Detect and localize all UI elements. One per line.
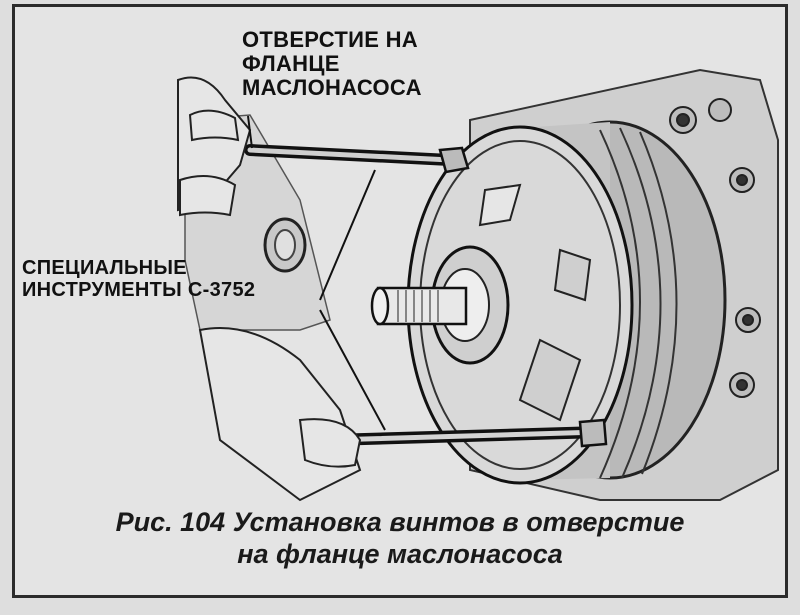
callout-line: ОТВЕРСТИЕ НА <box>242 27 418 52</box>
upper-tool-bolt <box>244 144 470 174</box>
lower-tool-bolt <box>324 418 608 448</box>
housing-bolts <box>669 98 761 398</box>
callout-special-tools: СПЕЦИАЛЬНЫЕ ИНСТРУМЕНТЫ С-3752 <box>22 257 256 301</box>
callout-leaders <box>247 115 386 431</box>
upper-hand <box>177 76 252 217</box>
caption-line-1: Рис. 104 Установка винтов в отверстие <box>115 507 685 537</box>
caption-line-2: на фланце маслонасоса <box>237 539 563 570</box>
lower-hand <box>198 327 362 502</box>
figure-caption: Рис. 104 Установка винтов в отверстие на… <box>0 506 800 571</box>
callout-line: ФЛАНЦЕ <box>242 50 340 76</box>
stator-shaft <box>370 286 468 326</box>
callout-pump-flange-hole: ОТВЕРСТИЕ НА ФЛАНЦЕ МАСЛОНАСОСА <box>242 28 422 99</box>
callout-line: ИНСТРУМЕНТЫ С-3752 <box>22 278 256 301</box>
callout-line: МАСЛОНАСОСА <box>242 74 422 100</box>
callout-line: СПЕЦИАЛЬНЫЕ <box>22 257 187 279</box>
